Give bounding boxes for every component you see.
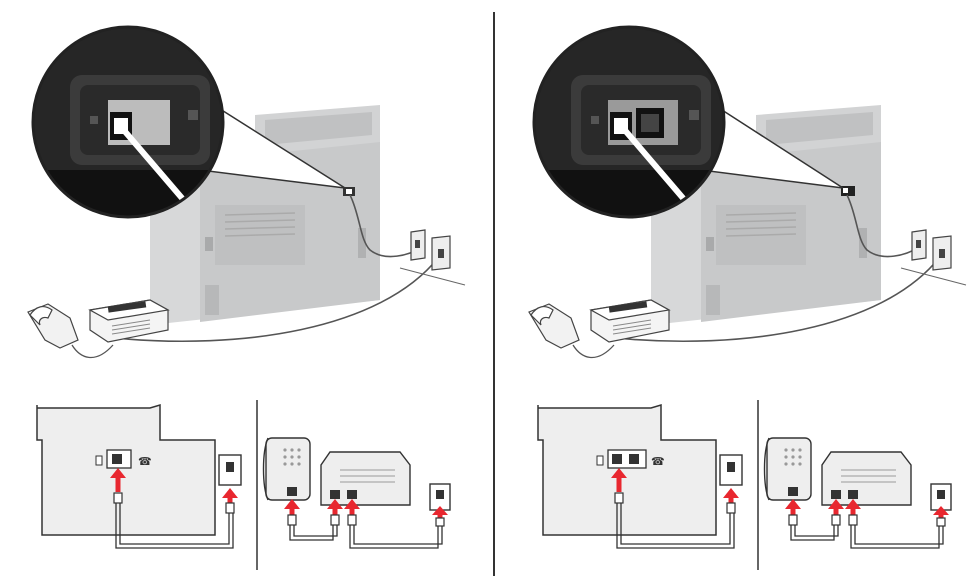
magnifier-callout <box>532 25 726 219</box>
schematic-telephone <box>763 437 812 501</box>
wall-jack-1 <box>911 229 927 261</box>
telephone-icon: ☎ <box>138 455 152 468</box>
arrow-up-icon <box>933 506 949 518</box>
wall-jack-2 <box>932 235 952 271</box>
cable-printer-to-jack <box>846 194 918 258</box>
cable-machine-to-jack <box>114 257 439 343</box>
schematic-wall-jack <box>719 454 743 486</box>
telephone-icon: ☎ <box>651 455 665 468</box>
arrow-up-icon <box>432 506 448 518</box>
printer-illustration <box>150 105 380 325</box>
wall-jack-1 <box>410 229 426 261</box>
telephone-icon <box>528 303 615 359</box>
schematic-answering-machine <box>320 451 411 506</box>
schematic-printer: ☎ <box>537 403 717 536</box>
arrow-up-icon <box>110 468 126 492</box>
arrow-up-icon <box>723 488 739 503</box>
schematic-printer: ☎ <box>36 403 216 536</box>
arrow-up-icon <box>785 499 861 515</box>
cable-machine-to-jack <box>615 257 940 343</box>
schematic-telephone <box>262 437 311 501</box>
answering-machine-icon <box>589 299 671 343</box>
arrow-up-icon <box>611 468 627 492</box>
answering-machine-icon <box>88 299 170 343</box>
arrow-up-icon <box>222 488 238 503</box>
cable-printer-to-jack <box>349 194 421 258</box>
wall-jack-2 <box>431 235 451 271</box>
panel-left: ☎ <box>27 25 466 570</box>
schematic-wall-jack <box>930 483 952 511</box>
schematic-answering-machine <box>821 451 912 506</box>
telephone-icon <box>27 303 114 359</box>
schematic-wall-jack <box>429 483 451 511</box>
panel-right: ☎ <box>528 25 967 570</box>
schematic-wall-jack <box>218 454 242 486</box>
schematic-cable-left <box>115 503 234 549</box>
arrow-up-icon <box>284 499 360 515</box>
